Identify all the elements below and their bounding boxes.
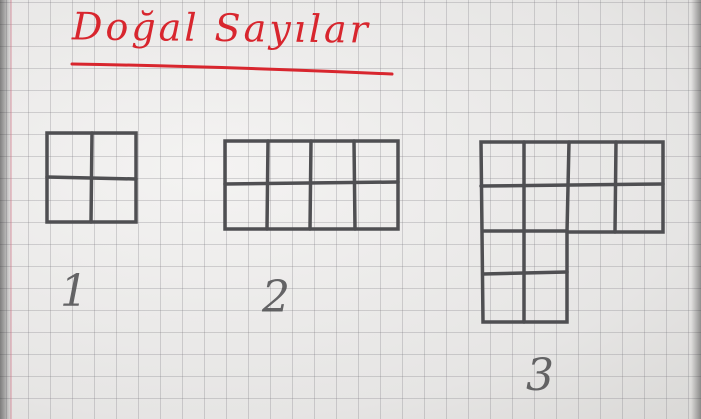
photo-edge-shadow-right bbox=[691, 0, 701, 419]
figure-3-grid bbox=[479, 140, 665, 324]
photo-edge-shadow-left bbox=[0, 0, 12, 419]
figure-3-divider-vertical-3 bbox=[613, 140, 618, 234]
figure-2-divider-vertical-3 bbox=[352, 139, 357, 231]
figure-2-grid bbox=[223, 139, 400, 231]
figure-3-divider-vertical-2 bbox=[565, 140, 571, 234]
figure-3-label: 3 bbox=[526, 350, 554, 401]
figure-1-label: 1 bbox=[60, 266, 88, 317]
figure-2-label: 2 bbox=[262, 272, 290, 323]
figure-2-divider-vertical-2 bbox=[308, 139, 313, 231]
figure-1-grid bbox=[45, 131, 138, 224]
figure-2-divider-horizontal bbox=[223, 180, 400, 186]
title-underline bbox=[70, 62, 394, 76]
figure-3-divider-horizontal-1 bbox=[479, 182, 665, 188]
figure-1-divider-horizontal bbox=[45, 175, 138, 181]
figure-3-divider-horizontal-3 bbox=[481, 270, 569, 276]
